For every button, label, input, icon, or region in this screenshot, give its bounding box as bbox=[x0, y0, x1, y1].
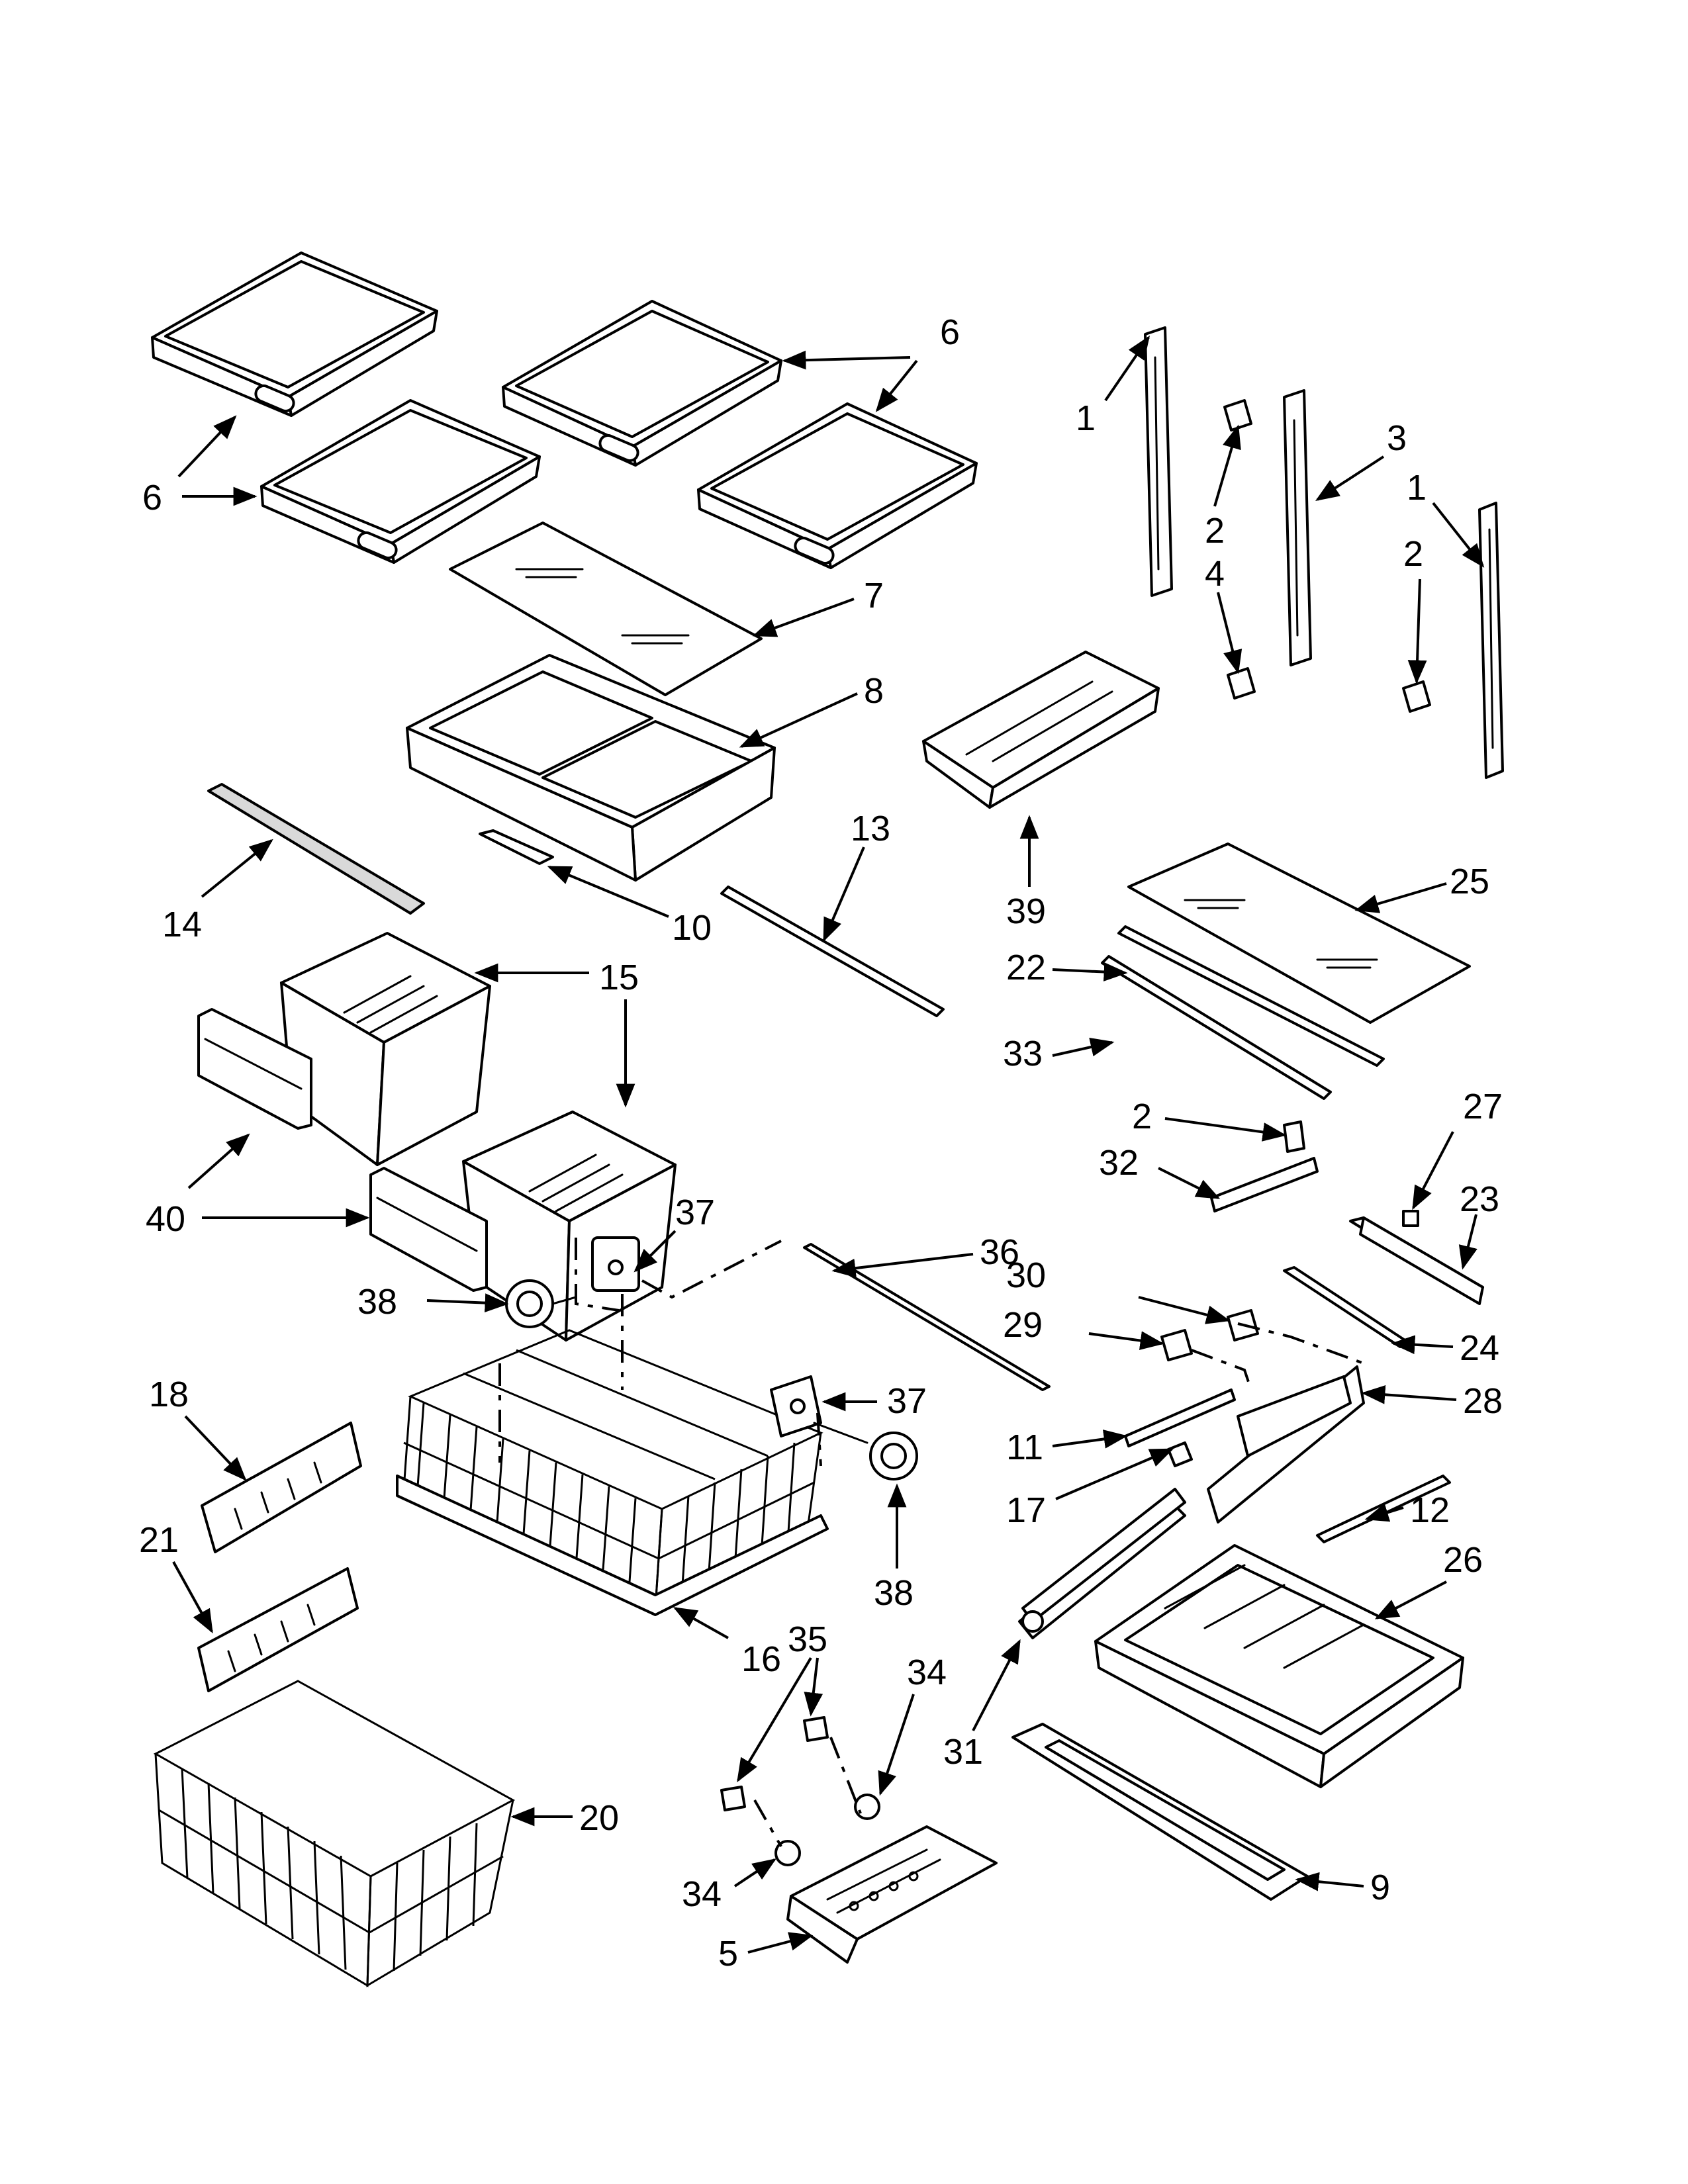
callout-20: 20 bbox=[579, 1798, 619, 1838]
callout-1-left: 1 bbox=[1076, 398, 1096, 438]
drawer-rail-upper bbox=[1349, 1216, 1484, 1305]
shelf-ladder-right bbox=[1478, 502, 1504, 779]
callout-27: 27 bbox=[1463, 1087, 1503, 1126]
callout-22: 22 bbox=[1006, 948, 1046, 987]
callout-38-lower: 38 bbox=[874, 1573, 914, 1613]
crisper-pan-lower bbox=[462, 1111, 677, 1342]
gear-lower bbox=[813, 1422, 918, 1480]
callout-5: 5 bbox=[718, 1934, 738, 1974]
slide-clip bbox=[1167, 1441, 1193, 1467]
callout-18: 18 bbox=[149, 1375, 189, 1414]
callout-38-upper: 38 bbox=[357, 1282, 397, 1322]
callout-6-right: 6 bbox=[940, 312, 960, 352]
wine-rack bbox=[922, 651, 1160, 809]
glass-panel-lower bbox=[1127, 842, 1471, 1024]
callout-25: 25 bbox=[1450, 862, 1489, 901]
slide-rail bbox=[1124, 1388, 1236, 1447]
callout-35: 35 bbox=[788, 1619, 827, 1659]
callout-36: 36 bbox=[980, 1232, 1019, 1272]
ladder-screw-right bbox=[1402, 680, 1431, 713]
trim-strip-left bbox=[207, 783, 425, 915]
ladder-screw-center bbox=[1227, 667, 1256, 700]
freezer-basket-lower bbox=[153, 1680, 516, 1987]
callout-30: 30 bbox=[1006, 1255, 1046, 1295]
callout-6-left: 6 bbox=[142, 478, 162, 518]
pan-handle-upper bbox=[197, 1008, 312, 1130]
screw-29 bbox=[1160, 1329, 1193, 1361]
shelf-middle-left bbox=[260, 399, 541, 564]
callout-40: 40 bbox=[146, 1199, 185, 1239]
shelf-ladder-center bbox=[1283, 389, 1312, 666]
roller-upper bbox=[803, 1716, 880, 1820]
callout-16: 16 bbox=[741, 1639, 781, 1679]
callout-2-upper: 2 bbox=[1205, 511, 1225, 551]
glass-shelf-panel bbox=[449, 522, 763, 696]
callout-2-mid: 2 bbox=[1132, 1097, 1152, 1136]
callout-12: 12 bbox=[1410, 1490, 1450, 1530]
callout-33: 33 bbox=[1003, 1034, 1043, 1073]
cover-clip bbox=[479, 829, 554, 865]
crisper-cover-frame bbox=[406, 654, 776, 882]
freezer-basket-upper bbox=[396, 1329, 829, 1616]
callout-39: 39 bbox=[1006, 891, 1046, 931]
callout-2-right: 2 bbox=[1403, 534, 1423, 574]
callout-34-right: 34 bbox=[907, 1653, 947, 1692]
support-bracket bbox=[1210, 1157, 1319, 1212]
shelf-top-left bbox=[151, 251, 438, 417]
trim-rod-center bbox=[720, 886, 945, 1017]
bracket-screw bbox=[1283, 1120, 1305, 1153]
callout-26: 26 bbox=[1443, 1540, 1483, 1580]
basket-divider-upper bbox=[201, 1422, 362, 1553]
callout-37-lower: 37 bbox=[887, 1381, 927, 1421]
slide-bracket-lower bbox=[770, 1375, 822, 1437]
glass-trim-rear bbox=[1101, 955, 1332, 1100]
callout-9: 9 bbox=[1370, 1868, 1390, 1907]
slide-bracket-upper bbox=[591, 1236, 640, 1292]
callout-7: 7 bbox=[864, 576, 884, 615]
callout-21: 21 bbox=[139, 1520, 179, 1560]
callout-31: 31 bbox=[943, 1732, 983, 1772]
callout-17: 17 bbox=[1006, 1490, 1046, 1530]
shelf-middle-right bbox=[697, 402, 978, 569]
roller-lower bbox=[720, 1786, 801, 1866]
callout-29: 29 bbox=[1003, 1305, 1043, 1345]
callout-37-upper: 37 bbox=[675, 1193, 715, 1232]
callout-34-left: 34 bbox=[682, 1874, 722, 1914]
basket-divider-lower bbox=[197, 1567, 359, 1692]
callout-4: 4 bbox=[1205, 554, 1225, 594]
callout-11: 11 bbox=[1006, 1428, 1043, 1467]
callout-15: 15 bbox=[599, 958, 639, 997]
callout-14: 14 bbox=[162, 905, 202, 944]
callout-1-right: 1 bbox=[1407, 468, 1427, 508]
callout-13: 13 bbox=[851, 809, 890, 848]
drawer-cover-side bbox=[1018, 1488, 1186, 1639]
ladder-screw-upper bbox=[1223, 399, 1252, 432]
shelf-ladder-left bbox=[1144, 326, 1173, 597]
callout-28: 28 bbox=[1463, 1381, 1503, 1421]
callout-8: 8 bbox=[864, 671, 884, 711]
pan-handle-lower bbox=[369, 1167, 488, 1292]
drawer-bin-front bbox=[786, 1825, 998, 1964]
glass-trim-front bbox=[1117, 925, 1385, 1067]
shelf-top-right bbox=[502, 300, 782, 467]
drawer-rail-lower bbox=[1283, 1266, 1411, 1348]
callout-32: 32 bbox=[1099, 1143, 1139, 1183]
callout-3: 3 bbox=[1387, 418, 1407, 458]
callout-24: 24 bbox=[1460, 1328, 1499, 1368]
deli-drawer-tray bbox=[1094, 1544, 1464, 1788]
callout-10: 10 bbox=[672, 908, 712, 948]
callout-23: 23 bbox=[1460, 1179, 1499, 1219]
rail-clip bbox=[1402, 1210, 1419, 1227]
slide-rod bbox=[803, 1243, 1051, 1391]
crisper-pan-upper bbox=[280, 932, 491, 1166]
